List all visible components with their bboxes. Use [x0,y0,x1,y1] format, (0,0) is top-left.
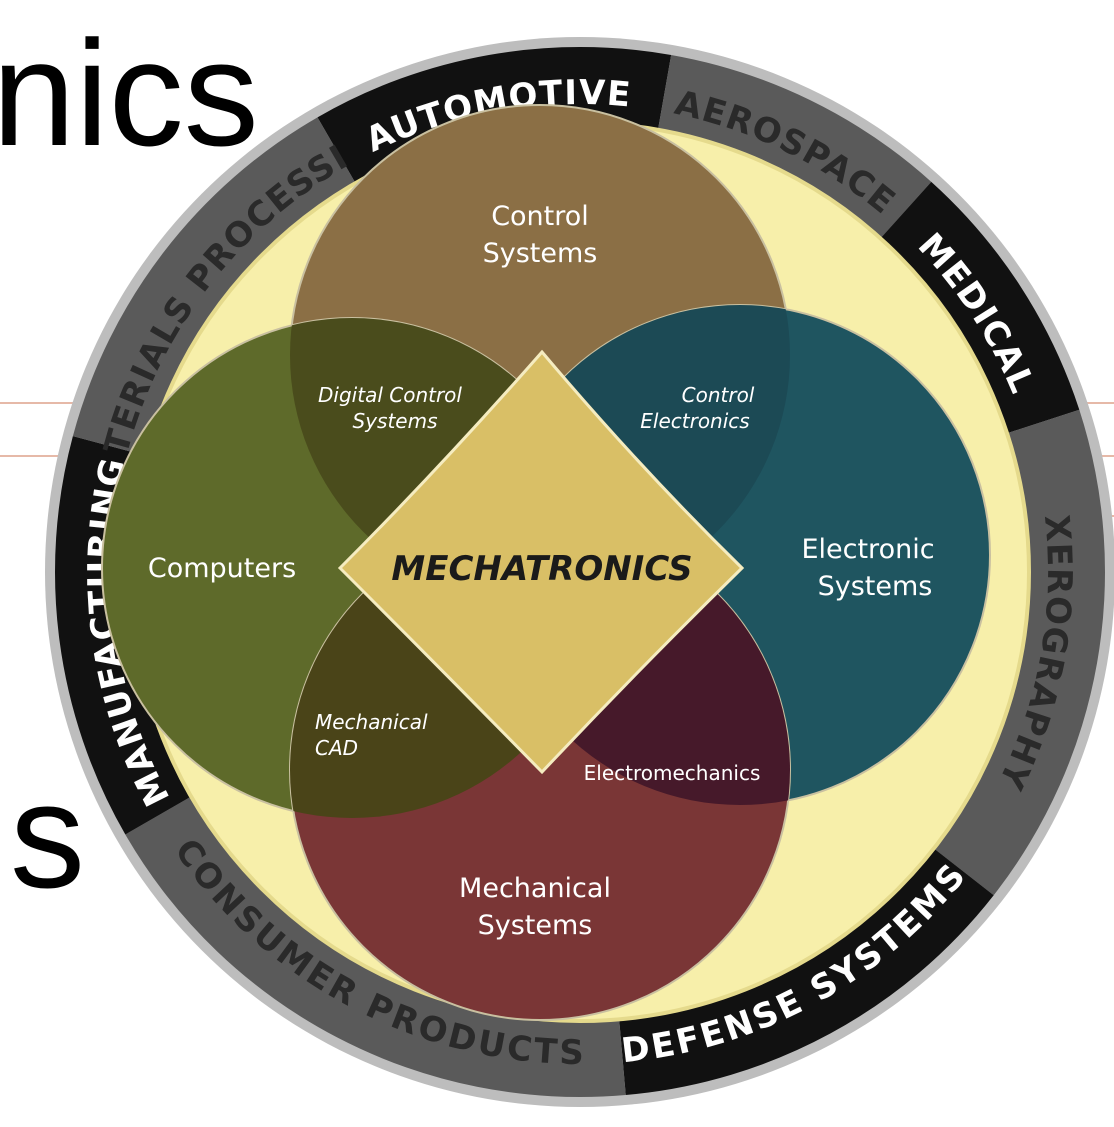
background-text-fragment: s [10,751,85,919]
ring-segment-medical [880,181,1080,434]
control-electronics-label-line1: Control [682,383,755,407]
electronic-systems-label-line2: Systems [818,571,933,602]
digital-control-label-line1: Digital Control [318,383,462,407]
background-title-fragment: nics [0,9,259,177]
ring-segment-xerography [933,409,1105,896]
ring-segment-materials-processing [72,117,356,456]
computers-label: Computers [148,553,296,584]
ring-segment-defense-systems [619,848,994,1096]
digital-control-label-line2: Systems [353,409,438,433]
mechanical-systems-label-line2: Systems [478,910,593,941]
mechatronics-center-shape [337,349,745,775]
mechanical-cad-label-line1: Mechanical [315,710,428,734]
electromechanics-label: Electromechanics [584,761,761,785]
control-systems-label-line2: Systems [483,238,598,269]
ring-segment-consumer-products [125,796,626,1097]
mechanical-cad-label-line2: CAD [315,736,358,760]
control-systems-label-line1: Control [491,201,589,232]
background-rule-line [0,402,120,404]
control-electronics-label-line2: Electronics [640,409,749,433]
mechanical-systems-label-line1: Mechanical [459,873,611,904]
ring-segment-aerospace [657,54,932,239]
electronic-systems-label-line1: Electronic [801,534,934,565]
mechatronics-label: MECHATRONICS [391,549,692,589]
